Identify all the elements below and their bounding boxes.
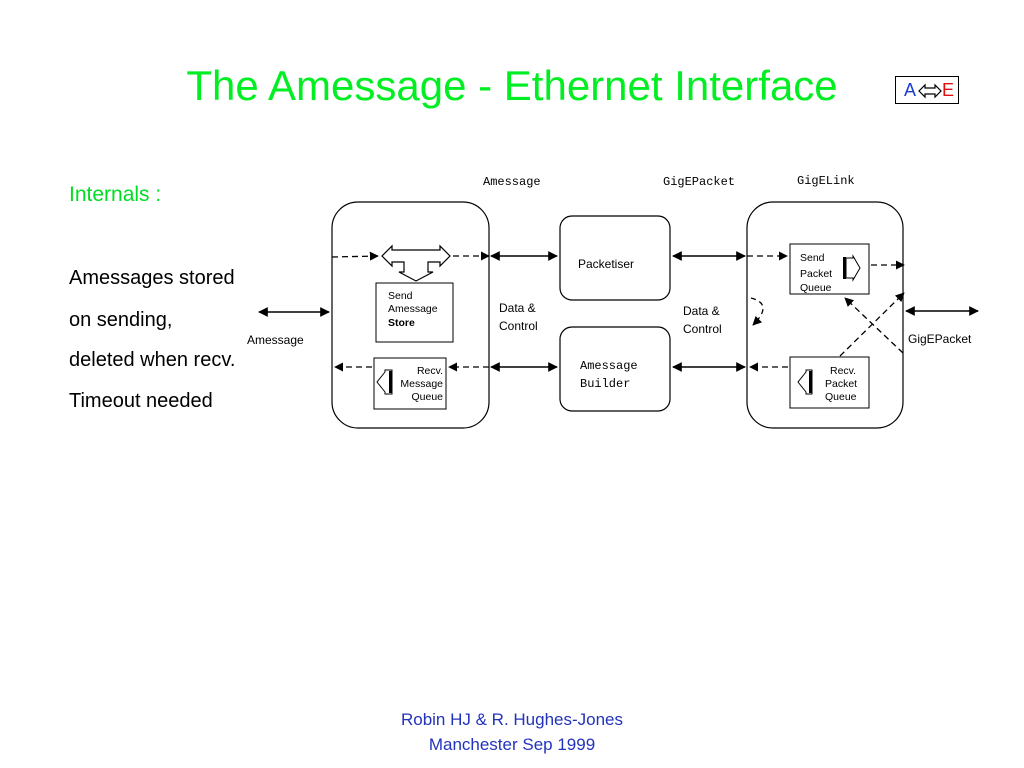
dashed-link: [331, 251, 379, 261]
slide-title: The Amessage - Ethernet Interface: [186, 62, 838, 109]
send-packet-queue-label: Send: [800, 252, 825, 264]
packetiser-label: Packetiser: [578, 257, 634, 271]
double-arrow-icon: [918, 83, 942, 99]
logo-letter-e: E: [942, 80, 955, 100]
queue-left-arrow-icon: [797, 369, 813, 395]
internals-line: deleted when recv.: [69, 349, 236, 371]
footer: Robin HJ & R. Hughes-Jones Manchester Se…: [0, 707, 1024, 757]
data-control-left-label: Data &: [499, 301, 536, 315]
recv-packet-queue-label: Queue: [825, 391, 857, 403]
queue-bar-icon: [389, 371, 392, 393]
send-packet-queue-label: Packet: [800, 268, 832, 280]
send-packet-queue-box: [789, 243, 870, 295]
queue-bar-icon: [843, 257, 846, 279]
internals-line: Amessages stored: [69, 267, 235, 289]
column-label-amessage: Amessage: [483, 175, 541, 189]
amessage-builder-box: [559, 326, 671, 412]
recv-packet-queue-label: Packet: [825, 378, 857, 390]
queue-left-arrow-icon: [376, 369, 393, 395]
ae-logo: A E: [895, 76, 959, 104]
logo-letter-a: A: [904, 80, 917, 100]
recv-packet-queue-box: [789, 356, 870, 409]
internals-line: Timeout needed: [69, 390, 213, 412]
amessage-builder-label: Builder: [580, 377, 630, 391]
send-packet-queue-label: Queue: [800, 282, 832, 294]
data-control-right-label: Data &: [683, 304, 720, 318]
send-store-label: Store: [388, 317, 415, 329]
send-store-label: Send: [388, 290, 413, 302]
data-control-left-label: Control: [499, 319, 538, 333]
internals-heading: Internals :: [69, 183, 162, 206]
amessage-port-label: Amessage: [247, 333, 304, 347]
amessage-module-box: [331, 201, 490, 429]
dashed-curve-link: [750, 297, 764, 326]
data-control-right-label: Control: [683, 322, 722, 336]
double-arrow-store-icon: [381, 244, 451, 282]
dashed-link: [839, 292, 905, 357]
send-store-label: Amessage: [388, 303, 438, 315]
column-label-gigepacket: GigEPacket: [663, 175, 735, 189]
gigepacket-port-label: GigEPacket: [908, 332, 972, 346]
gigelink-module-box: [746, 201, 904, 429]
queue-right-arrow-icon: [845, 254, 861, 282]
recv-packet-queue-label: Recv.: [830, 365, 856, 377]
send-amessage-store-box: [375, 282, 454, 343]
recv-message-queue-label: Queue: [411, 391, 443, 403]
recv-message-queue-label: Message: [400, 378, 443, 390]
dashed-link: [844, 297, 904, 354]
column-label-gigelink: GigELink: [797, 174, 855, 188]
queue-bar-icon: [809, 371, 812, 393]
footer-place-date: Manchester Sep 1999: [428, 735, 596, 754]
recv-message-queue-box: [373, 357, 447, 410]
internals-line: on sending,: [69, 309, 173, 331]
amessage-builder-label: Amessage: [580, 359, 638, 373]
footer-authors: Robin HJ & R. Hughes-Jones: [400, 710, 624, 729]
recv-message-queue-label: Recv.: [417, 365, 443, 377]
packetiser-box: [559, 215, 671, 301]
